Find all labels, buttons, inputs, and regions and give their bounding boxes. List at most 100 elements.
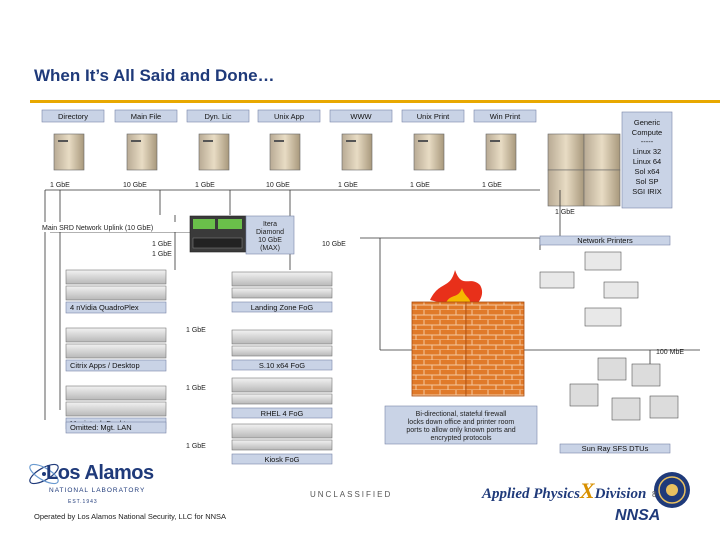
server-speed: 1 GbE — [195, 182, 215, 189]
rack-label-box — [65, 359, 167, 372]
server-label-box — [186, 109, 250, 123]
firewall-wall-left — [411, 301, 467, 397]
server-label: Unix Print — [417, 112, 450, 121]
server-label-box — [473, 109, 537, 123]
switch-port-bank-2 — [218, 219, 242, 229]
printers-label: Network Printers — [577, 236, 633, 245]
server-speed: 1 GbE — [482, 182, 502, 189]
switch-port-bank-1 — [193, 219, 215, 229]
firewall-note-line: ports to allow only known ports and — [406, 427, 515, 434]
compute-title-2: Compute — [632, 128, 662, 137]
switch-label-1: Itera — [263, 221, 277, 228]
rack-label: 4 nVidia QuadroPlex — [70, 303, 139, 312]
division-logo: Applied PhysicsXDivision — [482, 478, 646, 504]
terminal-3 — [569, 383, 599, 407]
lanl-logo-est: EST.1943 — [68, 499, 98, 505]
fog-rack-unit — [231, 271, 333, 287]
rack-speed: 1 GbE — [186, 327, 206, 334]
printer-3 — [603, 281, 639, 299]
fog-rack-unit — [231, 423, 333, 439]
fog-label-box — [231, 407, 333, 419]
compute-separator: ----- — [641, 137, 654, 146]
server-tower — [53, 133, 85, 171]
fog-rack-unit — [231, 439, 333, 451]
fog-rack-unit — [231, 377, 333, 393]
server-speed: 1 GbE — [338, 182, 358, 189]
rack-unit — [65, 385, 167, 401]
fog-label: S.10 x64 FoG — [259, 361, 305, 370]
rack-label: Omitted: Mgt. LAN — [70, 423, 132, 432]
switch-link-left-2: 1 GbE — [152, 251, 172, 258]
rack-unit — [65, 269, 167, 285]
compute-os-item: SGI IRIX — [632, 187, 662, 196]
rack-unit — [65, 327, 167, 343]
server-drive-slot — [418, 140, 428, 142]
division-logo-left: Applied Physics — [482, 486, 580, 502]
fog-label: RHEL 4 FoG — [261, 409, 304, 418]
printer-4 — [584, 307, 622, 327]
core-switch: Itera Diamond 10 GbE (MAX) — [189, 215, 295, 255]
terminal-5 — [649, 395, 679, 419]
firewall — [411, 270, 525, 397]
server-label: Directory — [58, 112, 88, 121]
fog-label-box — [231, 453, 333, 465]
server-drive-slot — [490, 140, 500, 142]
rack-label-box — [65, 421, 167, 434]
compute-os-item: Linux 32 — [633, 147, 661, 156]
classification-label: UNCLASSIFIED — [310, 490, 393, 499]
fog-rack-unit — [231, 345, 333, 357]
firewall-wall-right — [465, 301, 525, 397]
compute-os-item: Linux 64 — [633, 157, 661, 166]
rack-unit — [65, 401, 167, 417]
division-logo-x: X — [579, 478, 595, 503]
server-tower — [269, 133, 301, 171]
server-speed: 1 GbE — [410, 182, 430, 189]
server-label-box — [401, 109, 465, 123]
fog-rack-unit — [231, 287, 333, 299]
server-tower — [413, 133, 445, 171]
server-label: WWW — [350, 112, 372, 121]
server-tower — [485, 133, 517, 171]
fog-label: Kiosk FoG — [264, 455, 299, 464]
compute-tower-2 — [547, 169, 585, 207]
terminal-4 — [611, 397, 641, 421]
lanl-logo-sub: NATIONAL LABORATORY — [49, 487, 146, 494]
fog-rack-unit — [231, 393, 333, 405]
compute-tower-1 — [547, 133, 585, 171]
printer-2 — [539, 271, 575, 289]
server-label-box — [41, 109, 105, 123]
slide-title: When It’s All Said and Done… — [34, 66, 275, 85]
compute-label-box — [621, 111, 673, 209]
switch-port-bank-3 — [192, 237, 243, 249]
compute-tower-4 — [583, 169, 621, 207]
printer-group — [539, 251, 639, 327]
terminal-2 — [631, 363, 661, 387]
server-drive-slot — [274, 140, 284, 142]
page-number: 8 — [652, 490, 657, 499]
title-underline — [30, 100, 720, 103]
server-label: Main File — [131, 112, 161, 121]
uplink-label-bg — [38, 222, 192, 232]
compute-speed: 1 GbE — [555, 209, 575, 216]
switch-label-3: 10 GbE — [258, 237, 282, 244]
firewall-note-line: encrypted protocols — [430, 435, 492, 442]
server-speed: 10 GbE — [266, 182, 290, 189]
switch-link-left-1: 1 GbE — [152, 241, 172, 248]
server-label-box — [329, 109, 393, 123]
rack-label: Citrix Apps / Desktop — [70, 361, 140, 370]
server-speed: 1 GbE — [50, 182, 70, 189]
compute-os-item: Sol SP — [636, 177, 659, 186]
terminal-1 — [597, 357, 627, 381]
fog-label-box — [231, 301, 333, 313]
lanl-logo-name: Los Alamos — [46, 462, 154, 484]
server-tower — [341, 133, 373, 171]
division-logo-right: Division — [594, 486, 647, 502]
printer-1 — [584, 251, 622, 271]
lanl-atom-icon — [29, 463, 59, 485]
fog-label-box — [231, 359, 333, 371]
sun-ray-label-box — [559, 443, 671, 454]
firewall-note-line: Bi-directional, stateful firewall — [416, 411, 507, 418]
